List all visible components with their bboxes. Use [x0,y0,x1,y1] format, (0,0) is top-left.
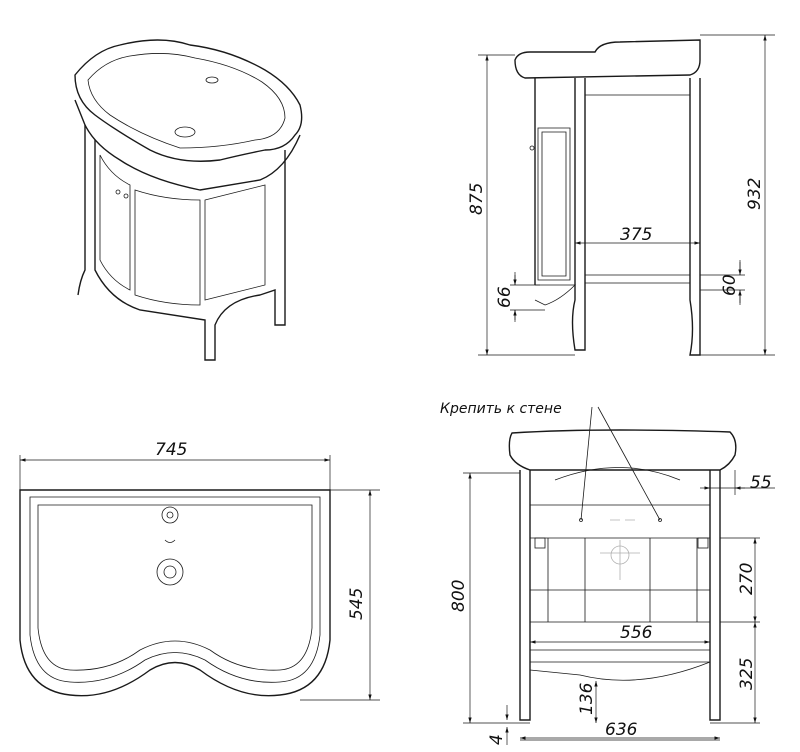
dim-932: 932 [745,178,765,210]
dim-55: 55 [750,473,772,493]
side-view: 875 932 375 66 60 [467,34,775,356]
dim-136: 136 [577,682,597,715]
front-view: Крепить к стене 55 800 270 556 325 136 6… [440,401,775,745]
dim-875: 875 [467,183,487,215]
dim-66: 66 [495,286,515,308]
dim-60: 60 [720,274,740,296]
dim-375: 375 [620,225,652,245]
dim-4: 4 [487,734,507,745]
isometric-view [74,39,303,361]
wall-mount-note: Крепить к стене [440,401,562,417]
dim-745: 745 [155,440,187,460]
dim-325: 325 [737,658,757,690]
dim-636: 636 [605,720,638,740]
dim-270: 270 [737,563,757,595]
dim-545: 545 [347,588,367,620]
dim-800: 800 [449,580,469,612]
top-view: 745 545 [19,440,380,701]
dim-556: 556 [620,623,653,643]
